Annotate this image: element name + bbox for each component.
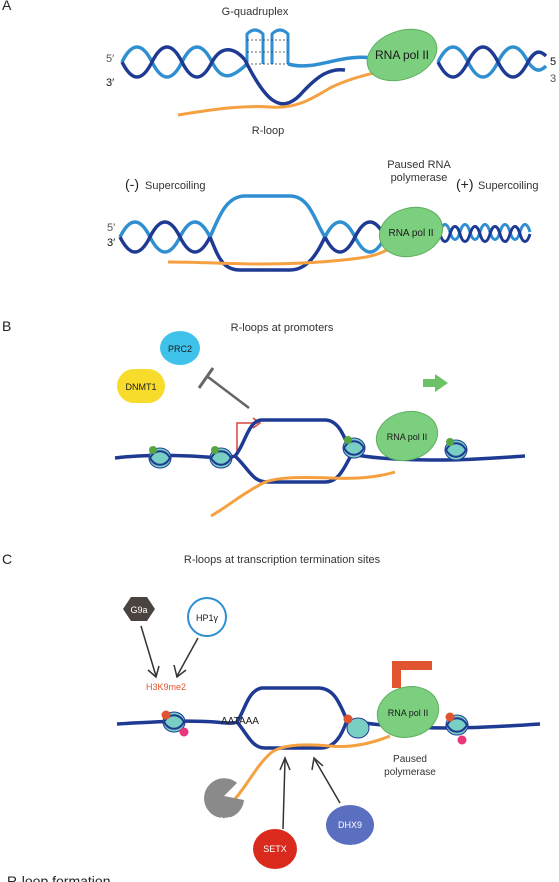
dna-template-strand-b xyxy=(114,418,526,462)
setx-label: SETX xyxy=(263,844,287,854)
g9a-protein: G9a xyxy=(123,597,155,621)
r-loop-strand-b xyxy=(233,453,354,484)
tss-arrow xyxy=(236,417,262,453)
dna-duplex-mid-a2 xyxy=(323,220,387,254)
positive-supercoil-coils xyxy=(438,223,532,243)
panel-c-letter: C xyxy=(2,551,12,567)
positive-supercoiling-label: Supercoiling xyxy=(478,180,539,192)
nascent-rna xyxy=(177,66,401,117)
nucleosome-b2 xyxy=(209,446,233,469)
prc2-protein: PRC2 xyxy=(160,331,200,365)
paused-polymerase-line1: Paused xyxy=(393,754,427,765)
r-loop-strand-c xyxy=(235,719,349,750)
rna-pol-ii-label-2: RNA pol II xyxy=(388,228,433,239)
dna-duplex-left-a xyxy=(120,45,249,79)
nascent-rna-c xyxy=(229,734,391,805)
xrn2-label: XRN2 xyxy=(209,816,231,825)
rna-pol-ii-c: RNA pol II xyxy=(376,686,440,738)
nascent-rna-2 xyxy=(167,243,396,266)
paused-rna-line1: Paused RNA xyxy=(387,159,451,171)
r-loop-template-strand xyxy=(243,59,346,106)
setx-protein: SETX xyxy=(253,829,297,869)
rna-pol-ii-label-c: RNA pol II xyxy=(388,708,429,718)
dnmt1-label: DNMT1 xyxy=(126,382,157,392)
panel-b-title: R-loops at promoters xyxy=(231,322,334,334)
setx-arrow xyxy=(282,759,286,830)
nucleosome-b3 xyxy=(342,436,366,459)
rna-pol-ii-label: RNA pol II xyxy=(375,48,429,62)
r-loop-displaced-strand xyxy=(208,194,327,238)
positive-sign: (+) xyxy=(456,176,474,192)
setx-arrowhead xyxy=(279,756,291,771)
inhibition-symbol-b xyxy=(197,367,250,409)
negative-sign: (-) xyxy=(125,176,139,192)
panel-d-caption: R-loop formation xyxy=(7,873,111,882)
panel-a-letter: A xyxy=(2,0,12,13)
nascent-rna-b xyxy=(210,470,396,518)
dna-duplex-left-a2 xyxy=(118,220,212,254)
five-prime-right-label: 5 xyxy=(550,56,556,68)
h3k9me2-label: H3K9me2 xyxy=(146,682,186,692)
rna-pol-ii-a: RNA pol II xyxy=(366,28,438,82)
panel-b-letter: B xyxy=(2,318,11,334)
aataaa-label: AATAAA xyxy=(221,716,259,727)
paused-polymerase-line2: polymerase xyxy=(384,767,436,778)
paused-rna-line2: polymerase xyxy=(391,172,448,184)
g-quadruplex-label: G-quadruplex xyxy=(222,6,289,18)
xrn2-protein: XRN2 xyxy=(204,778,244,825)
dhx9-arrow xyxy=(314,759,341,804)
nucleosome-b1 xyxy=(148,446,172,469)
dhx9-label: DHX9 xyxy=(338,820,362,830)
dnmt1-protein: DNMT1 xyxy=(117,369,165,403)
rna-pol-ii-label-b: RNA pol II xyxy=(387,432,428,442)
three-prime-label-2: 3′ xyxy=(107,237,115,249)
prc2-label: PRC2 xyxy=(168,344,192,354)
five-prime-label: 5′ xyxy=(106,53,114,65)
r-loop-label: R-loop xyxy=(252,125,284,137)
inhibition-symbol-c xyxy=(392,661,432,688)
dhx9-arrowhead xyxy=(311,756,324,771)
r-loop-template-strand-2 xyxy=(208,236,327,272)
nucleosome-c3 xyxy=(445,712,469,745)
nucleosome-c1 xyxy=(161,710,189,737)
dhx9-protein: DHX9 xyxy=(326,805,374,845)
transcription-direction-arrow xyxy=(423,374,448,392)
three-prime-label: 3′ xyxy=(106,77,114,89)
rna-pol-ii-a2: RNA pol II xyxy=(378,206,444,258)
three-prime-right-label: 3 xyxy=(550,73,556,85)
panel-c-title: R-loops at transcription termination sit… xyxy=(184,554,381,566)
recruitment-arrows xyxy=(140,625,199,679)
nucleosome-b4 xyxy=(444,438,468,461)
hp1-protein: HP1γ xyxy=(187,597,227,637)
g-quadruplex-structure xyxy=(245,28,386,68)
dna-duplex-right-a xyxy=(436,45,548,79)
nucleosome-c2 xyxy=(343,714,370,739)
rna-pol-ii-b: RNA pol II xyxy=(375,410,439,462)
negative-supercoiling-label: Supercoiling xyxy=(145,180,206,192)
hp1-label: HP1γ xyxy=(196,613,219,623)
five-prime-label-2: 5′ xyxy=(107,222,115,234)
g9a-label: G9a xyxy=(130,605,147,615)
